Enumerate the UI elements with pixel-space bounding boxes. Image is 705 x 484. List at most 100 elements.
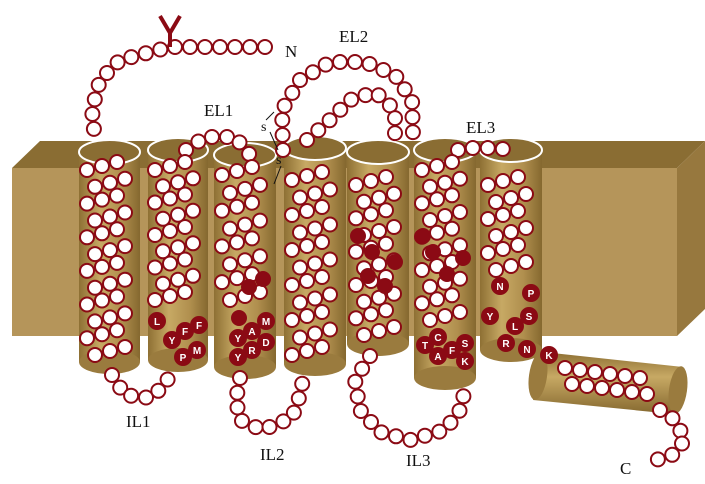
- motif-residues: L Y F F P M Y A M Y R D T C S A F K N P …: [148, 277, 558, 370]
- motif-residue: F: [190, 316, 208, 334]
- residue: [137, 45, 154, 62]
- residue: [284, 312, 300, 328]
- motif-residue: F: [176, 322, 194, 340]
- residue: [85, 120, 102, 137]
- residue: [231, 134, 248, 151]
- residue: [444, 187, 460, 204]
- residue: [602, 366, 618, 382]
- residue: [378, 202, 394, 219]
- residue: [204, 129, 220, 145]
- svg-text:Y: Y: [235, 334, 242, 345]
- residue: [322, 251, 338, 268]
- residue: [356, 293, 372, 310]
- residue: [322, 216, 338, 233]
- residue: [664, 410, 681, 427]
- residue: [503, 224, 519, 240]
- residue: [639, 386, 655, 402]
- svg-text:S: S: [526, 312, 533, 323]
- residue: [232, 370, 248, 386]
- residue: [363, 173, 379, 189]
- residue: [386, 185, 402, 202]
- residue: [159, 371, 176, 388]
- svg-text:F: F: [196, 321, 202, 332]
- svg-text:K: K: [461, 357, 469, 368]
- residue: [79, 229, 95, 246]
- residue: [102, 343, 118, 359]
- residue: [464, 140, 481, 156]
- residue: [94, 292, 110, 309]
- residue: [229, 163, 245, 179]
- residue: [518, 186, 534, 202]
- residue: [510, 237, 526, 253]
- residue: [162, 158, 178, 174]
- residue: [222, 292, 238, 308]
- svg-text:K: K: [545, 351, 553, 362]
- residue: [314, 234, 330, 250]
- residue: [375, 62, 392, 78]
- residue: [292, 294, 308, 311]
- motif-residue: Y: [163, 331, 181, 349]
- residue: [624, 384, 640, 400]
- motif-residue: P: [522, 284, 540, 302]
- residue: [363, 206, 379, 223]
- residue: [299, 238, 315, 254]
- residue: [304, 64, 321, 81]
- residue: [123, 49, 140, 66]
- residue: [352, 403, 369, 419]
- motif-residue: S: [520, 307, 538, 325]
- residue: [422, 312, 438, 328]
- residue: [152, 41, 169, 58]
- residue: [307, 220, 323, 237]
- residue: [429, 158, 445, 174]
- residue: [321, 112, 338, 129]
- il1-label: IL1: [126, 412, 151, 431]
- residue: [155, 178, 171, 195]
- residue: [664, 446, 681, 463]
- residue: [102, 275, 118, 292]
- residue: [227, 39, 243, 55]
- residue: [102, 174, 118, 191]
- residue: [247, 419, 264, 436]
- residue: [503, 258, 519, 274]
- residue: [229, 399, 246, 416]
- residue: [185, 202, 201, 219]
- residue: [452, 170, 468, 187]
- residue: [348, 243, 364, 260]
- residue: [322, 286, 338, 303]
- residue: [237, 180, 253, 197]
- residue: [360, 268, 376, 284]
- residue: [237, 252, 253, 269]
- motif-residue: P: [174, 348, 192, 366]
- residue: [87, 279, 103, 296]
- residue: [415, 228, 431, 244]
- residue: [79, 162, 95, 178]
- residue: [452, 237, 468, 254]
- c-terminus-label: C: [620, 459, 631, 478]
- residue: [117, 204, 133, 221]
- residue: [322, 321, 338, 338]
- residue: [244, 194, 260, 211]
- residue: [310, 122, 327, 139]
- residue: [214, 238, 230, 255]
- residue: [587, 364, 603, 380]
- residue: [414, 295, 430, 312]
- residue: [370, 87, 387, 104]
- residue: [290, 390, 307, 407]
- residue: [510, 203, 526, 219]
- residue: [252, 212, 268, 229]
- el1-label: EL1: [204, 101, 233, 120]
- motif-residue: R: [497, 334, 515, 352]
- residue: [147, 162, 163, 178]
- residue: [378, 169, 394, 185]
- residue: [162, 223, 178, 239]
- residue: [261, 419, 278, 435]
- residue: [244, 230, 260, 247]
- residue: [155, 243, 171, 260]
- residue: [212, 39, 228, 55]
- residue: [138, 389, 154, 406]
- residue: [284, 242, 300, 258]
- residue: [255, 271, 271, 287]
- residue: [422, 212, 438, 228]
- residue: [451, 402, 468, 419]
- residue: [510, 169, 526, 185]
